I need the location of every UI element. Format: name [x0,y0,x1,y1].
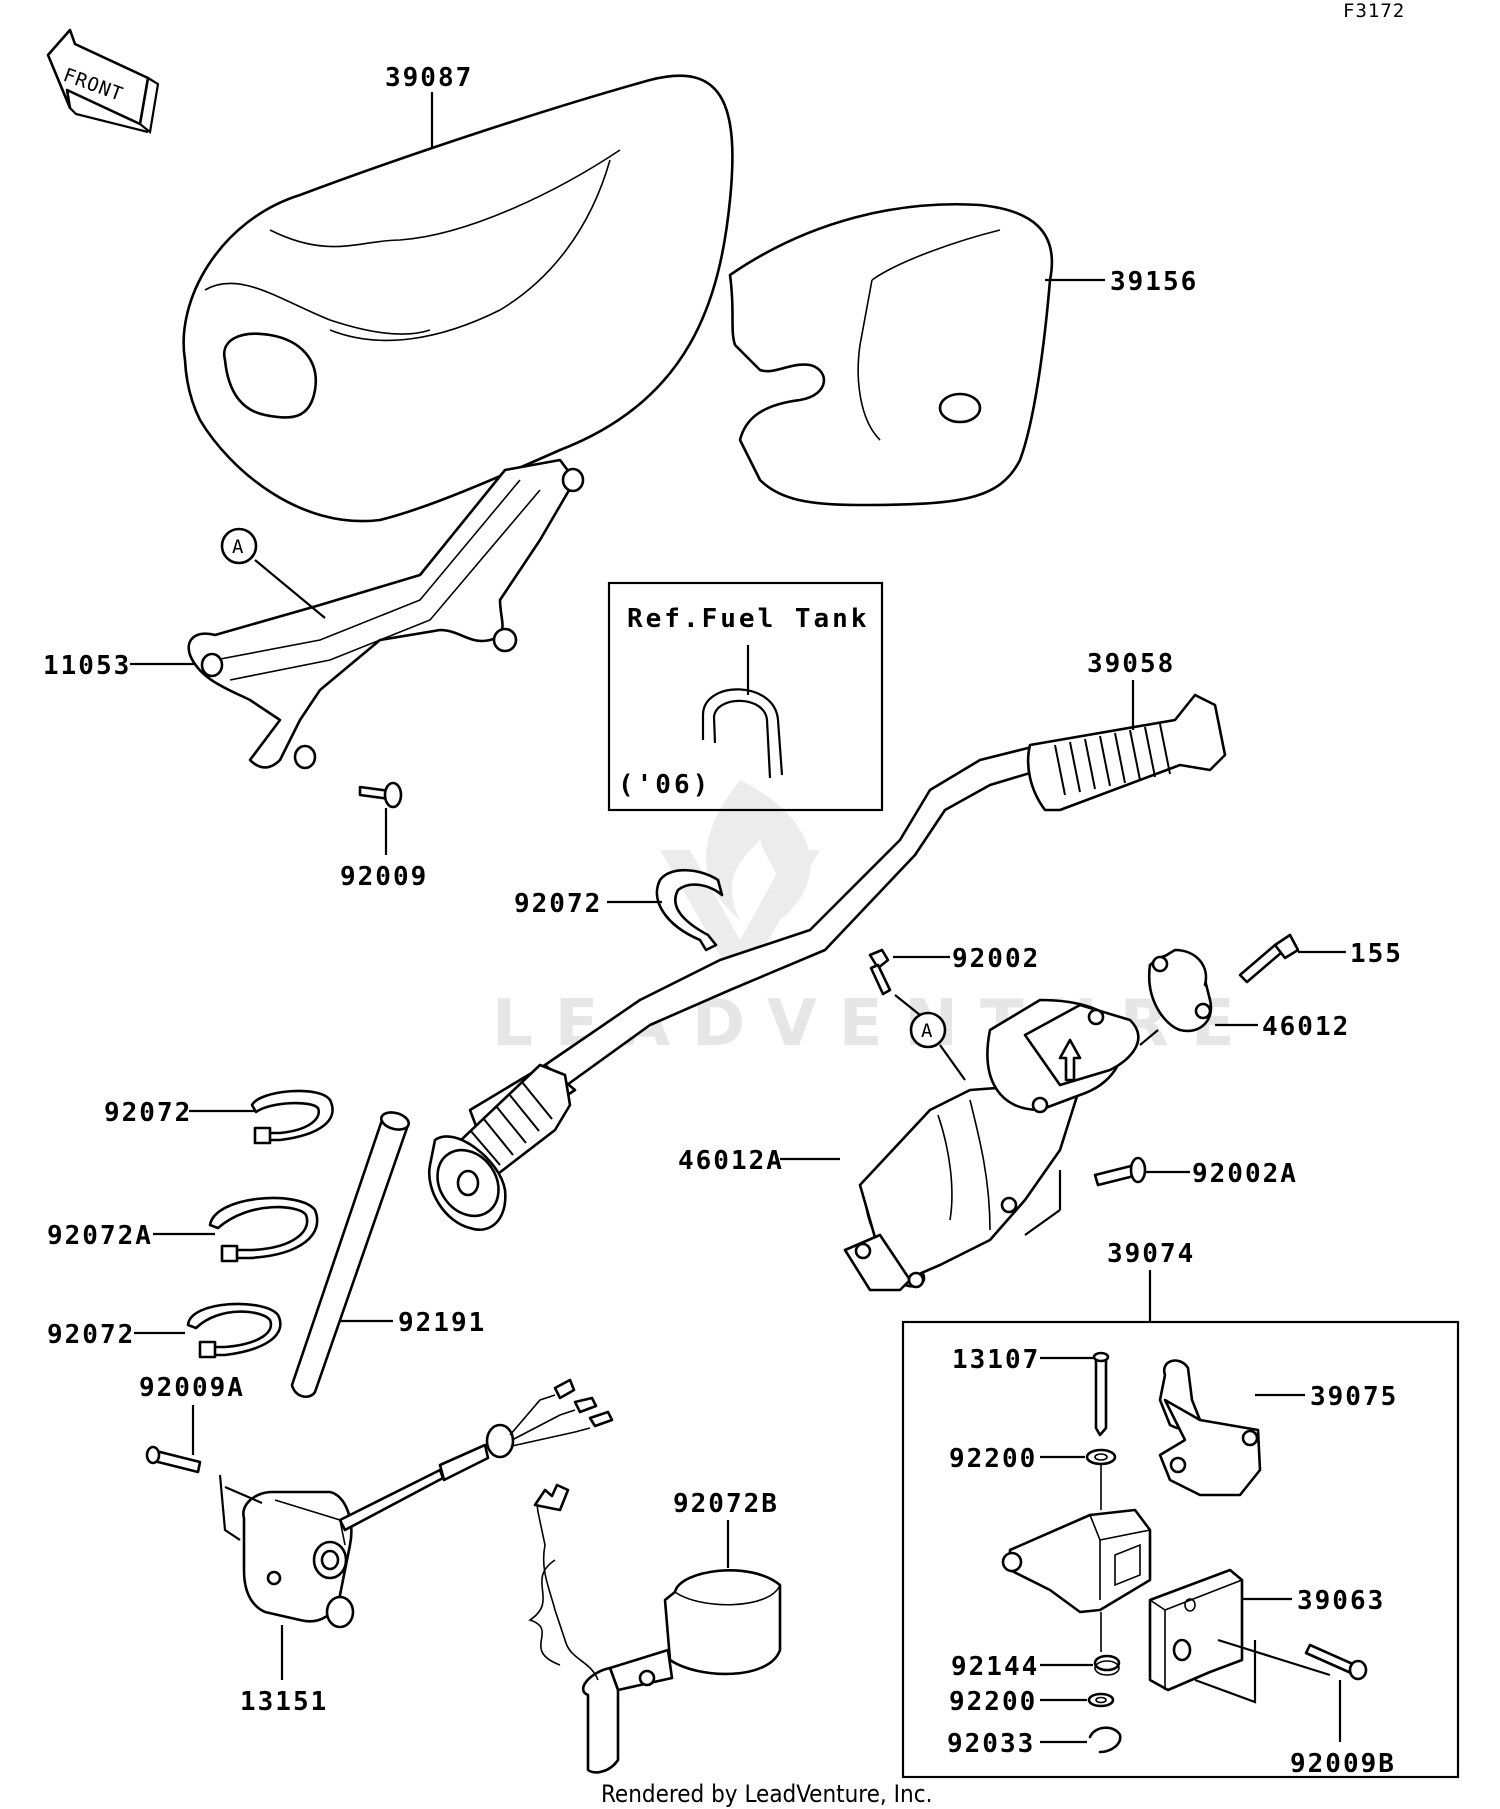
leadventure-watermark: LEADVENTURE [492,780,1235,1061]
clamp-92072-top [655,868,724,952]
label-39063: 39063 [1297,1586,1385,1616]
clamp-92072-left2 [186,1302,282,1359]
label-92002A: 92002A [1192,1159,1298,1189]
cover-39156 [728,202,1054,507]
label-92144: 92144 [951,1652,1039,1682]
clamp-assembly [843,998,1140,1292]
reference-box-title: Ref.Fuel Tank [627,604,870,634]
circlip-92033 [1088,1726,1122,1754]
label-92002: 92002 [952,944,1040,974]
pin-13107 [1092,1351,1110,1437]
bolt-92002A [1093,1156,1147,1187]
label-92072A: 92072A [47,1221,153,1251]
label-92072-top: 92072 [514,889,602,919]
callout-a-clamp: A [909,1011,966,1081]
label-92033: 92033 [947,1729,1035,1759]
label-92191: 92191 [398,1308,486,1338]
callout-a-bracket: A [220,527,326,619]
svg-text:A: A [921,1020,933,1042]
clamp-92072A [208,1196,319,1263]
switch-13151 [242,1378,614,1629]
front-arrow: FRONT [46,28,160,135]
screw-92009A [145,1445,202,1474]
label-92072-left2: 92072 [47,1320,135,1350]
label-46012A: 46012A [678,1146,784,1176]
reference-box-note: ('06) [618,770,711,800]
label-92072B: 92072B [673,1489,779,1519]
tube-92191 [290,1111,410,1399]
label-92009A: 92009A [139,1373,245,1403]
cover-39087 [182,74,734,523]
handlebar-39058 [427,693,1227,1231]
clamp-92072B [528,1483,782,1774]
label-92200-b: 92200 [949,1687,1037,1717]
bracket-11053 [187,458,585,770]
cover-39063 [1148,1568,1244,1692]
label-92200-a: 92200 [949,1444,1037,1474]
svg-text:A: A [232,536,244,558]
label-39074: 39074 [1107,1239,1195,1269]
diagram-code: F3172 [1343,0,1405,22]
label-155: 155 [1350,939,1403,969]
label-92072-left1: 92072 [104,1098,192,1128]
label-92009: 92009 [340,862,428,892]
spring-92144 [1093,1654,1121,1676]
reference-box: Ref.Fuel Tank ('06) [607,581,884,812]
label-11053: 11053 [43,651,131,681]
bolt-92009 [358,781,403,809]
bolt-92002 [868,948,892,996]
label-39156: 39156 [1110,267,1198,297]
bolt-155 [1238,933,1300,984]
label-13151: 13151 [240,1687,328,1717]
clamp-46012 [1147,948,1213,1033]
clamp-92072-left1 [250,1089,334,1145]
kit-box-39074 [901,1320,1460,1779]
lever-39075 [1158,1359,1262,1497]
label-13107: 13107 [952,1345,1040,1375]
throttle-housing [1001,1508,1152,1614]
washer-92200-a [1085,1448,1117,1466]
screw-92009B [1304,1643,1368,1681]
label-92009B: 92009B [1290,1749,1396,1779]
label-39058: 39058 [1087,649,1175,679]
label-39075: 39075 [1310,1382,1398,1412]
label-46012: 46012 [1262,1012,1350,1042]
washer-92200-b [1087,1692,1115,1708]
footer-credit: Rendered by LeadVenture, Inc. [601,1780,932,1808]
label-39087: 39087 [385,63,473,93]
